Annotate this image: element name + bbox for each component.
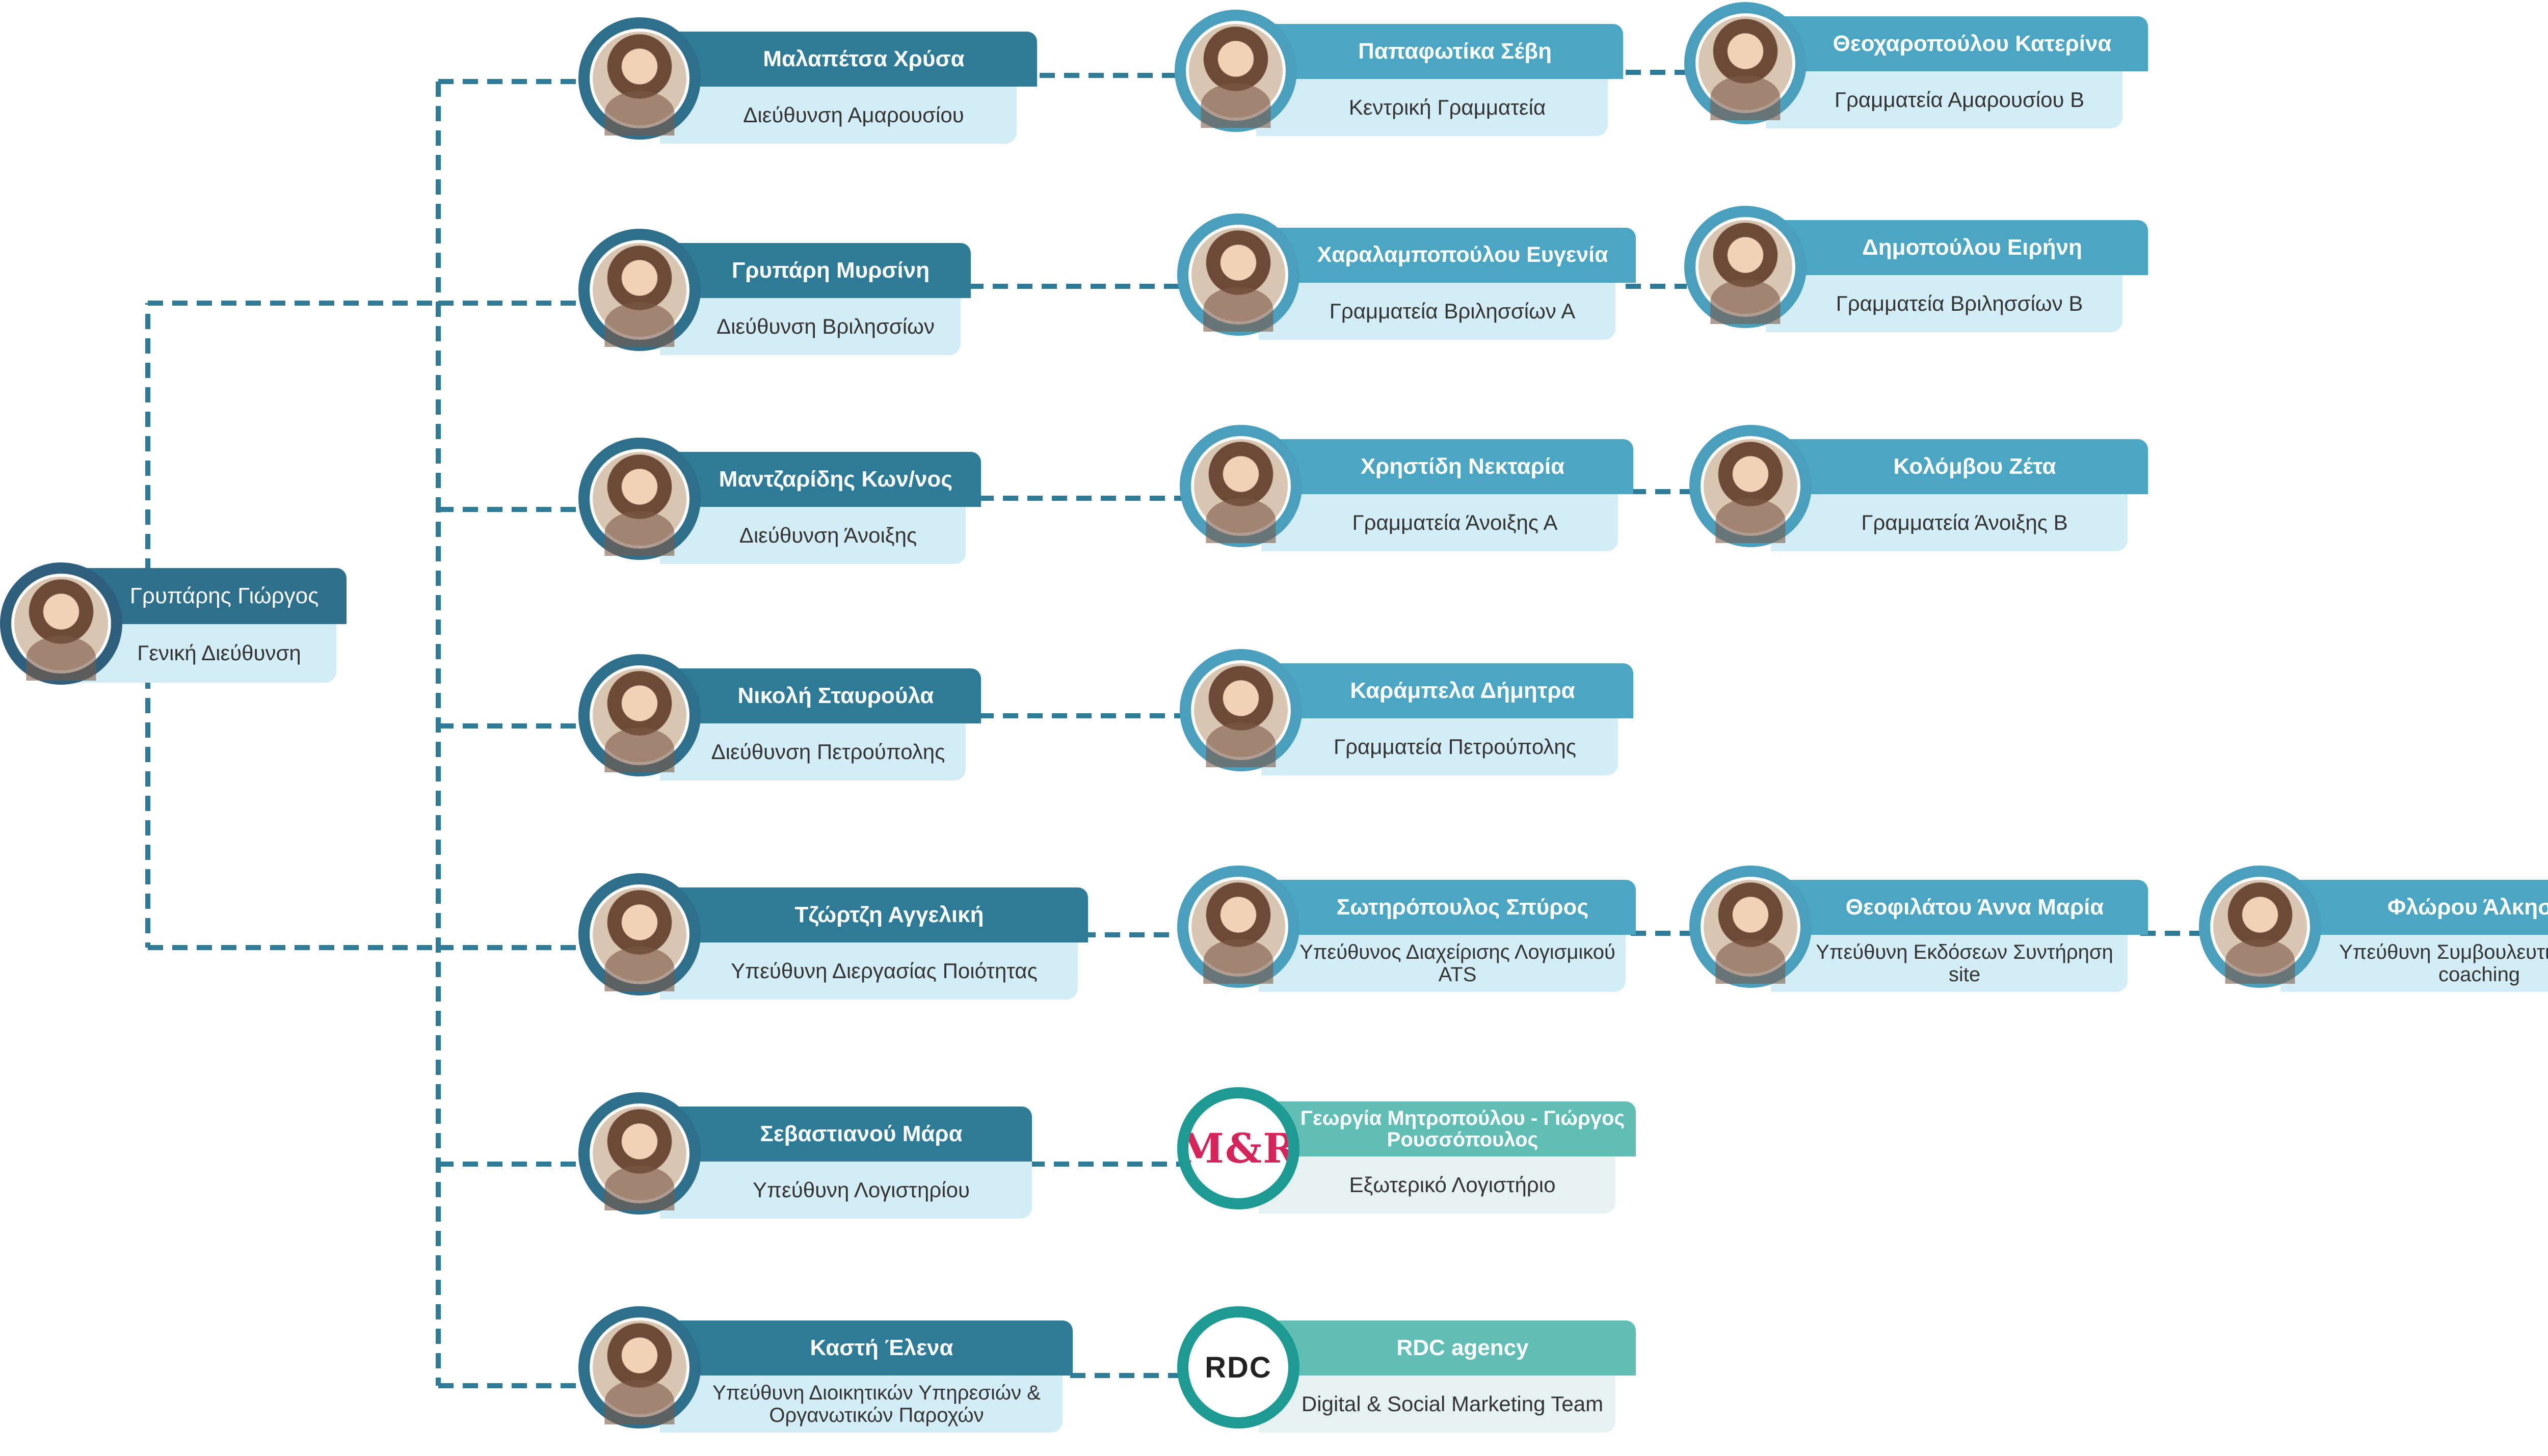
dept-head-4-name: Νικολή Σταυρούλα bbox=[660, 668, 981, 723]
dept-head-5-role: Υπεύθυνη Διεργασίας Ποιότητας bbox=[660, 942, 1078, 1000]
avatar-staff-5-1 bbox=[1177, 866, 1299, 988]
staff-5-1-name: Σωτηρόπουλος Σπύρος bbox=[1259, 880, 1636, 935]
dept-head-4-role: Διεύθυνση Πετρούπολης bbox=[660, 723, 966, 780]
node-staff-5-1[interactable]: Σωτηρόπουλος Σπύρος Υπεύθυνος Διαχείριση… bbox=[1177, 864, 1646, 996]
node-staff-2-2[interactable]: Δημοπούλου Ειρήνη Γραμματεία Βριλησσίων … bbox=[1684, 204, 2153, 336]
rdc-logo: RDC bbox=[1177, 1306, 1299, 1428]
staff-1-1-name: Παπαφωτίκα Σέβη bbox=[1256, 24, 1623, 79]
staff-3-1-role: Γραμματεία Άνοιξης Α bbox=[1261, 494, 1618, 551]
avatar-staff-4-1 bbox=[1180, 649, 1302, 771]
node-dept-head-5[interactable]: Τζώρτζη Αγγελική Υπεύθυνη Διεργασίας Ποι… bbox=[578, 871, 1093, 1004]
avatar-dept-head-5 bbox=[578, 873, 701, 995]
staff-3-2-role: Γραμματεία Άνοιξης Β bbox=[1771, 494, 2128, 551]
node-staff-5-3[interactable]: Φλώρου Άλκηστις Υπεύθυνη Συμβουλευτικής … bbox=[2199, 864, 2548, 996]
dept-head-1-name: Μαλαπέτσα Χρύσα bbox=[660, 32, 1037, 87]
node-dept-head-3[interactable]: Μαντζαρίδης Κων/νος Διεύθυνση Άνοιξης bbox=[578, 436, 986, 568]
avatar-dept-head-7 bbox=[578, 1306, 701, 1428]
node-dept-head-2[interactable]: Γρυπάρη Μυρσίνη Διεύθυνση Βριλησσίων bbox=[578, 227, 986, 359]
mr-logo-mark: M&R bbox=[1179, 1124, 1298, 1172]
staff-1-2-name: Θεοχαροπούλου Κατερίνα bbox=[1766, 16, 2148, 71]
dept-head-1-role: Διεύθυνση Αμαρουσίου bbox=[660, 87, 1017, 144]
node-staff-5-2[interactable]: Θεοφιλάτου Άννα Μαρία Υπεύθυνη Εκδόσεων … bbox=[1689, 864, 2158, 996]
root-role: Γενική Διεύθυνση bbox=[71, 624, 336, 683]
avatar-staff-5-3 bbox=[2199, 866, 2321, 988]
staff-2-1-name: Χαραλαμποπούλου Ευγενία bbox=[1259, 228, 1636, 283]
node-dept-head-6[interactable]: Σεβαστιανού Μάρα Υπεύθυνη Λογιστηρίου bbox=[578, 1090, 1037, 1223]
node-root[interactable]: Γρυπάρης Γιώργος Γενική Διεύθυνση bbox=[0, 560, 357, 693]
avatar-staff-1-1 bbox=[1175, 10, 1297, 132]
staff-5-1-role: Υπεύθυνος Διαχείρισης Λογισμικού ATS bbox=[1259, 935, 1626, 992]
node-staff-7-1[interactable]: RDC agency Digital & Social Marketing Te… bbox=[1177, 1304, 1646, 1437]
node-staff-3-2[interactable]: Κολόμβου Ζέτα Γραμματεία Άνοιξης Β bbox=[1689, 423, 2158, 555]
avatar-staff-2-1 bbox=[1177, 213, 1299, 336]
staff-4-1-role: Γραμματεία Πετρούπολης bbox=[1261, 718, 1618, 775]
node-staff-3-1[interactable]: Χρηστίδη Νεκταρία Γραμματεία Άνοιξης Α bbox=[1180, 423, 1649, 555]
node-staff-6-1[interactable]: Γεωργία Μητροπούλου - Γιώργος Ρουσσόπουλ… bbox=[1177, 1085, 1646, 1218]
avatar-dept-head-1 bbox=[578, 17, 701, 140]
node-dept-head-4[interactable]: Νικολή Σταυρούλα Διεύθυνση Πετρούπολης bbox=[578, 652, 986, 785]
staff-1-2-role: Γραμματεία Αμαρουσίου Β bbox=[1766, 71, 2122, 128]
node-staff-1-2[interactable]: Θεοχαροπούλου Κατερίνα Γραμματεία Αμαρου… bbox=[1684, 0, 2153, 132]
staff-5-3-role: Υπεύθυνη Συμβουλευτικής Life coaching bbox=[2280, 935, 2548, 992]
avatar-dept-head-4 bbox=[578, 654, 701, 776]
staff-5-3-name: Φλώρου Άλκηστις bbox=[2280, 880, 2548, 935]
avatar-dept-head-2 bbox=[578, 229, 701, 351]
node-staff-1-1[interactable]: Παπαφωτίκα Σέβη Κεντρική Γραμματεία bbox=[1175, 8, 1643, 140]
staff-3-1-name: Χρηστίδη Νεκταρία bbox=[1261, 439, 1633, 494]
avatar-dept-head-6 bbox=[578, 1092, 701, 1215]
node-staff-4-1[interactable]: Καράμπελα Δήμητρα Γραμματεία Πετρούπολης bbox=[1180, 647, 1649, 779]
dept-head-7-name: Καστή Έλενα bbox=[660, 1320, 1073, 1376]
mr-accountants-logo: M&R bbox=[1177, 1087, 1299, 1209]
staff-4-1-name: Καράμπελα Δήμητρα bbox=[1261, 663, 1633, 718]
node-dept-head-7[interactable]: Καστή Έλενα Υπεύθυνη Διοικητικών Υπηρεσι… bbox=[578, 1304, 1083, 1437]
dept-head-2-role: Διεύθυνση Βριλησσίων bbox=[660, 298, 961, 355]
staff-6-1-role: Εξωτερικό Λογιστήριο bbox=[1259, 1156, 1615, 1214]
dept-head-3-name: Μαντζαρίδης Κων/νος bbox=[660, 452, 981, 507]
avatar-staff-3-2 bbox=[1689, 425, 1812, 547]
dept-head-6-name: Σεβαστιανού Μάρα bbox=[660, 1107, 1032, 1162]
avatar-root bbox=[0, 562, 122, 685]
staff-2-2-name: Δημοπούλου Ειρήνη bbox=[1766, 220, 2148, 275]
avatar-staff-2-2 bbox=[1684, 206, 1807, 328]
staff-7-1-role: Digital & Social Marketing Team bbox=[1259, 1376, 1615, 1433]
staff-2-2-role: Γραμματεία Βριλησσίων Β bbox=[1766, 275, 2122, 332]
dept-head-2-name: Γρυπάρη Μυρσίνη bbox=[660, 243, 971, 298]
staff-5-2-role: Υπεύθυνη Εκδόσεων Συντήρηση site bbox=[1771, 935, 2128, 992]
node-staff-2-1[interactable]: Χαραλαμποπούλου Ευγενία Γραμματεία Βριλη… bbox=[1177, 211, 1646, 344]
avatar-staff-5-2 bbox=[1689, 866, 1812, 988]
dept-head-7-role: Υπεύθυνη Διοικητικών Υπηρεσιών & Οργανωτ… bbox=[660, 1376, 1063, 1433]
staff-3-2-name: Κολόμβου Ζέτα bbox=[1771, 439, 2148, 494]
dept-head-6-role: Υπεύθυνη Λογιστηρίου bbox=[660, 1162, 1032, 1219]
avatar-staff-1-2 bbox=[1684, 2, 1807, 124]
staff-7-1-name: RDC agency bbox=[1259, 1320, 1636, 1376]
staff-5-2-name: Θεοφιλάτου Άννα Μαρία bbox=[1771, 880, 2148, 935]
rdc-logo-mark: RDC bbox=[1205, 1351, 1272, 1384]
staff-2-1-role: Γραμματεία Βριλησσίων Α bbox=[1259, 283, 1615, 340]
staff-1-1-role: Κεντρική Γραμματεία bbox=[1256, 79, 1608, 136]
dept-head-5-name: Τζώρτζη Αγγελική bbox=[660, 887, 1088, 942]
dept-head-3-role: Διεύθυνση Άνοιξης bbox=[660, 507, 966, 564]
node-dept-head-1[interactable]: Μαλαπέτσα Χρύσα Διεύθυνση Αμαρουσίου bbox=[578, 15, 1047, 148]
staff-6-1-name: Γεωργία Μητροπούλου - Γιώργος Ρουσσόπουλ… bbox=[1259, 1101, 1636, 1156]
avatar-staff-3-1 bbox=[1180, 425, 1302, 547]
avatar-dept-head-3 bbox=[578, 438, 701, 560]
